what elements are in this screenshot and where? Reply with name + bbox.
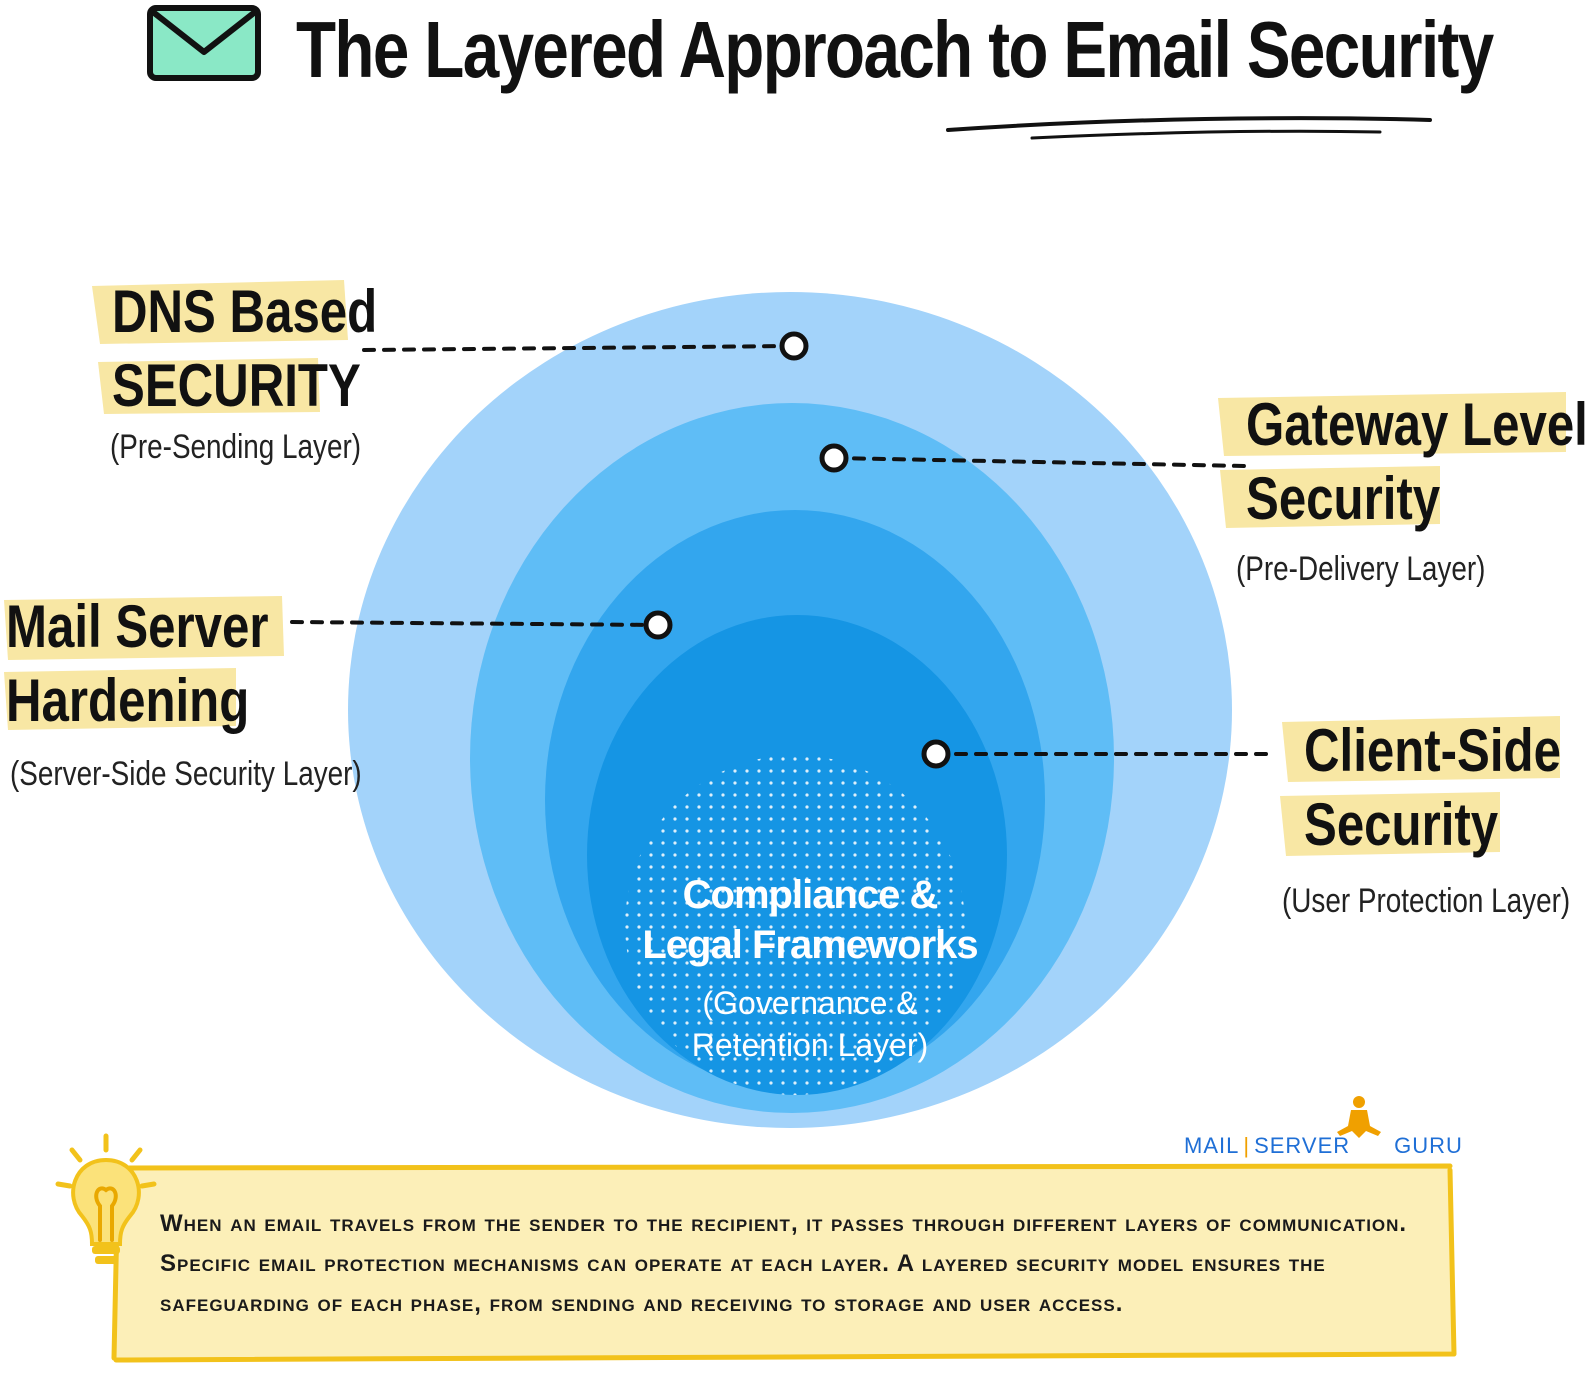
core-subtitle-line2: Retention Layer)	[691, 1027, 929, 1063]
core-title-line1: Compliance &	[682, 873, 939, 917]
leader-line-mail-server	[290, 620, 660, 627]
label-dns-line1: DNS Based	[112, 278, 378, 345]
label-dns-subtitle: (Pre-Sending Layer)	[110, 428, 362, 466]
marker-client	[921, 739, 951, 769]
marker-dns	[779, 331, 809, 361]
core-subtitle-line1: (Governance &	[702, 985, 918, 1021]
brand-part3: GURU	[1394, 1133, 1463, 1158]
marker-gateway	[819, 443, 849, 473]
core-dotted-circle	[625, 755, 965, 1095]
core-subtitle: (Governance & Retention Layer)	[640, 982, 980, 1066]
core-title: Compliance & Legal Frameworks	[640, 870, 980, 970]
leader-line-gateway	[832, 456, 1246, 468]
envelope-icon	[147, 5, 261, 81]
label-mail-server-line1: Mail Server	[6, 593, 269, 660]
label-gateway-subtitle: (Pre-Delivery Layer)	[1236, 550, 1486, 588]
label-dns-line2: SECURITY	[112, 352, 361, 419]
brand-part2: SERVER	[1254, 1133, 1351, 1158]
label-client-line1: Client-Side	[1304, 717, 1561, 784]
core-title-line2: Legal Frameworks	[642, 923, 978, 967]
note-text: When an email travels from the sender to…	[160, 1210, 1408, 1317]
label-gateway-line1: Gateway Level	[1246, 391, 1588, 458]
label-highlights	[4, 280, 1566, 856]
meditation-figure-icon	[1337, 1096, 1381, 1138]
brand-part1: MAIL	[1184, 1133, 1240, 1158]
brand-logo: MAIL|SERVER GURU	[1184, 1133, 1463, 1159]
leader-line-dns	[362, 344, 796, 352]
brand-separator: |	[1243, 1133, 1251, 1158]
label-mail-server-line2: Hardening	[6, 667, 250, 734]
marker-mail-server	[643, 610, 673, 640]
label-client-subtitle: (User Protection Layer)	[1282, 882, 1571, 920]
note-box	[109, 1163, 1457, 1363]
label-gateway-line2: Security	[1246, 465, 1441, 532]
lightbulb-icon	[55, 1133, 157, 1264]
page-title: The Layered Approach to Email Security	[296, 5, 1494, 94]
label-client-line2: Security	[1304, 791, 1499, 858]
label-mail-server-subtitle: (Server-Side Security Layer)	[10, 755, 362, 793]
